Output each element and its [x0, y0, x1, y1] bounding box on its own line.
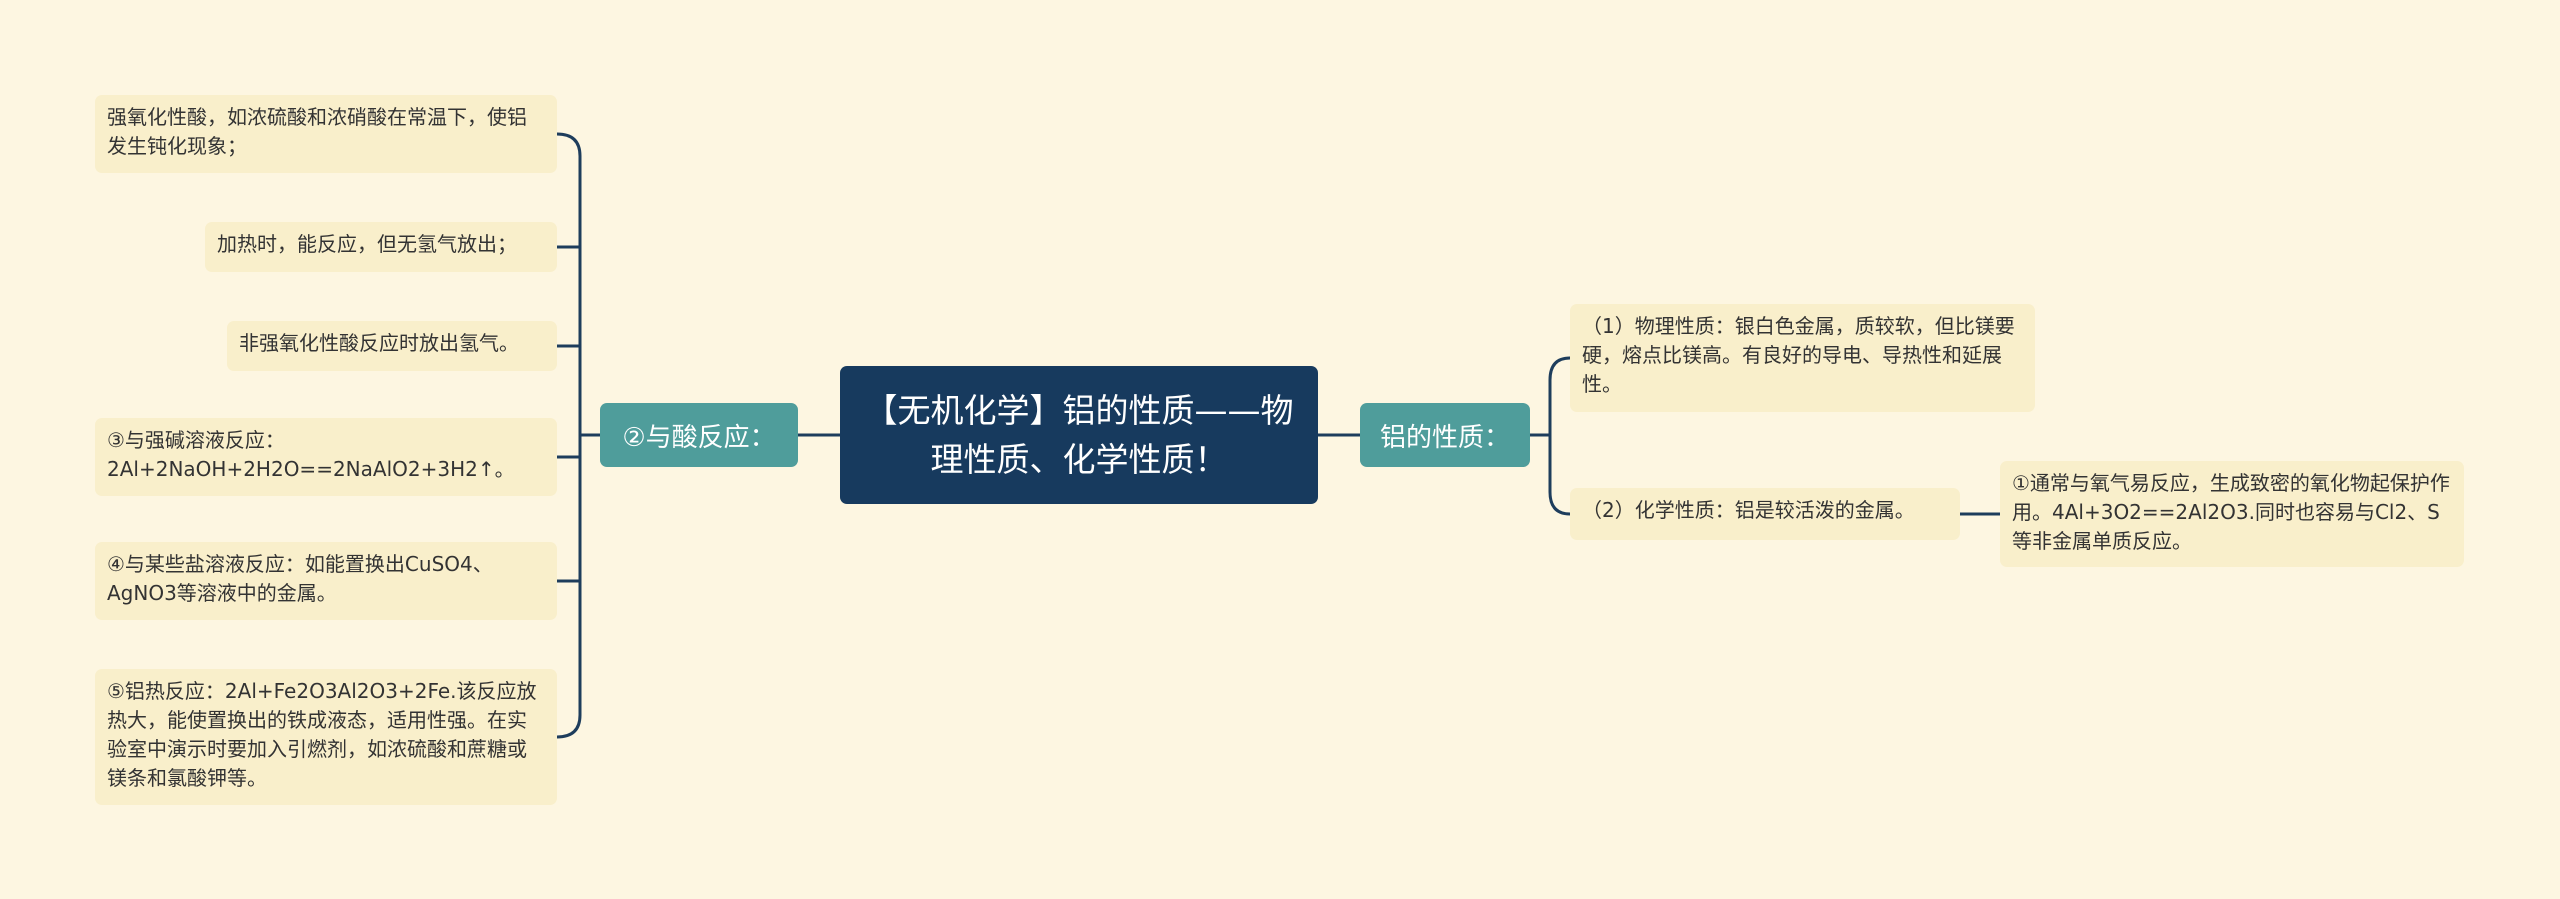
leaf-label: 非强氧化性酸反应时放出氢气。	[239, 331, 519, 355]
leaf-label: ④与某些盐溶液反应：如能置换出CuSO4、AgNO3等溶液中的金属。	[107, 552, 493, 605]
leaf-strong-base-reaction[interactable]: ③与强碱溶液反应：2Al+2NaOH+2H2O==2NaAlO2+3H2↑。	[95, 418, 557, 496]
leaf-label: ⑤铝热反应：2Al+Fe2O3Al2O3+2Fe.该反应放热大，能使置换出的铁成…	[107, 679, 537, 790]
leaf-chemical-properties[interactable]: （2）化学性质：铝是较活泼的金属。	[1570, 488, 1960, 540]
leaf-salt-solution-reaction[interactable]: ④与某些盐溶液反应：如能置换出CuSO4、AgNO3等溶液中的金属。	[95, 542, 557, 620]
branch-acid-reaction[interactable]: ②与酸反应：	[600, 403, 798, 467]
leaf-physical-properties[interactable]: （1）物理性质：银白色金属，质较软，但比镁要硬，熔点比镁高。有良好的导电、导热性…	[1570, 304, 2035, 412]
leaf-label: ①通常与氧气易反应，生成致密的氧化物起保护作用。4Al+3O2==2Al2O3.…	[2012, 471, 2450, 553]
leaf-label: （2）化学性质：铝是较活泼的金属。	[1582, 498, 1915, 522]
leaf-label: 强氧化性酸，如浓硫酸和浓硝酸在常温下，使铝发生钝化现象；	[107, 105, 527, 158]
leaf-label: 加热时，能反应，但无氢气放出；	[217, 232, 517, 256]
leaf-non-oxidizing-acid[interactable]: 非强氧化性酸反应时放出氢气。	[227, 321, 557, 371]
leaf-oxygen-reaction[interactable]: ①通常与氧气易反应，生成致密的氧化物起保护作用。4Al+3O2==2Al2O3.…	[2000, 461, 2464, 567]
branch-acid-reaction-label: ②与酸反应：	[622, 422, 776, 453]
connector-left-bracket	[555, 132, 582, 739]
leaf-thermite-reaction[interactable]: ⑤铝热反应：2Al+Fe2O3Al2O3+2Fe.该反应放热大，能使置换出的铁成…	[95, 669, 557, 805]
leaf-label: ③与强碱溶液反应：2Al+2NaOH+2H2O==2NaAlO2+3H2↑。	[107, 428, 515, 481]
leaf-label: （1）物理性质：银白色金属，质较软，但比镁要硬，熔点比镁高。有良好的导电、导热性…	[1582, 314, 2015, 396]
leaf-heating-reaction[interactable]: 加热时，能反应，但无氢气放出；	[205, 222, 557, 272]
root-label: 【无机化学】铝的性质——物理性质、化学性质！	[864, 391, 1294, 479]
leaf-strong-oxidizing-acid[interactable]: 强氧化性酸，如浓硫酸和浓硝酸在常温下，使铝发生钝化现象；	[95, 95, 557, 173]
branch-aluminum-properties[interactable]: 铝的性质：	[1360, 403, 1530, 467]
root-node[interactable]: 【无机化学】铝的性质——物理性质、化学性质！	[840, 366, 1318, 504]
connector-right-bracket	[1548, 356, 1572, 516]
branch-aluminum-properties-label: 铝的性质：	[1379, 422, 1510, 453]
